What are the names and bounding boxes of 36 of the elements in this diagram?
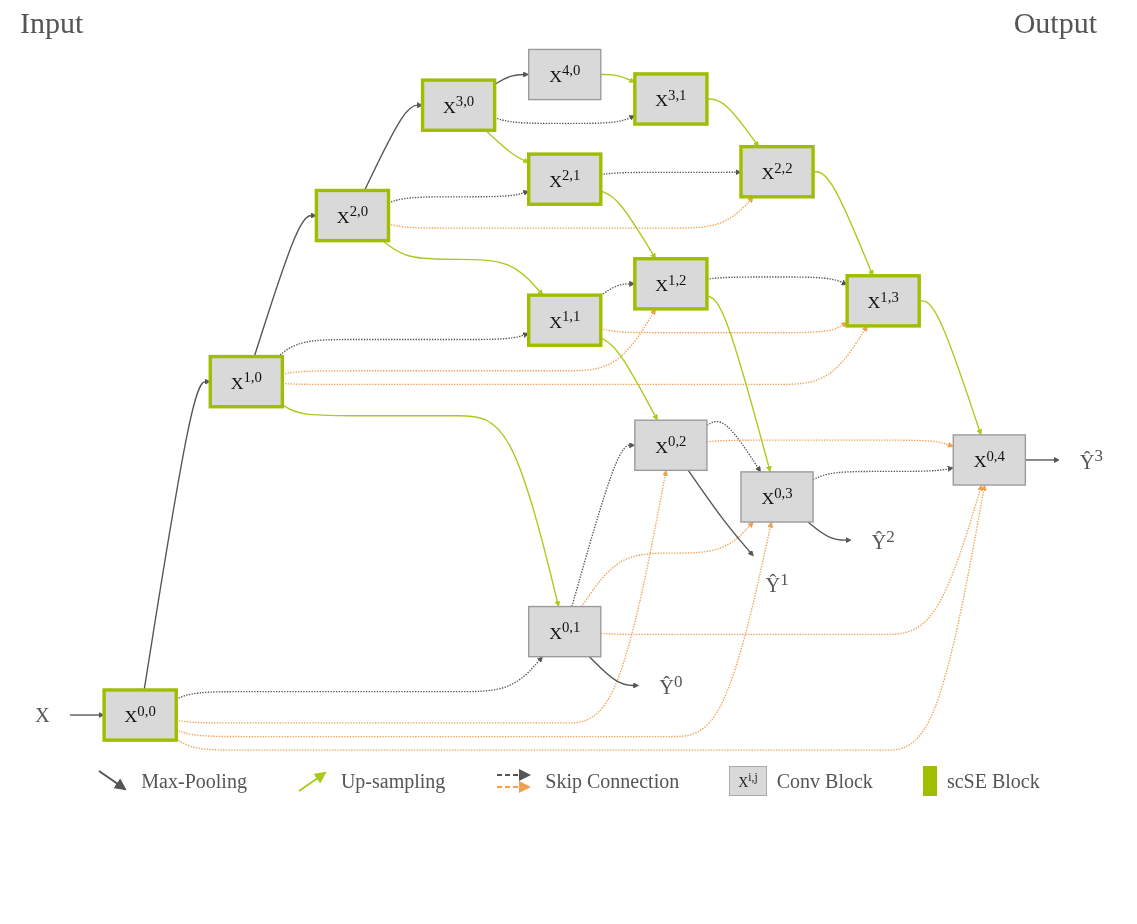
node-box: X$^{1,3}$ — [844, 274, 921, 328]
node-box: X$^{0,2}$ — [633, 419, 708, 472]
arrow — [175, 484, 987, 752]
node-box: X$^{2,1}$ — [526, 152, 602, 207]
node-text: Ŷ$^{2}$ — [871, 526, 895, 554]
heading-label: Input — [20, 6, 84, 40]
node-box: X$^{4,0}$ — [527, 48, 601, 101]
node-box: X$^{1,2}$ — [632, 257, 709, 311]
arrow — [687, 469, 754, 557]
node-text: Ŷ$^{1}$ — [764, 569, 789, 597]
node-box: X$^{0,0}$ — [101, 688, 178, 742]
node-text: Ŷ$^{0}$ — [658, 672, 683, 699]
legend-label: Skip Connection — [545, 769, 680, 793]
node-text: X — [34, 704, 50, 727]
node-text: Ŷ$^{3}$ — [1079, 446, 1103, 474]
arrow — [806, 521, 851, 544]
legend-label: Up-sampling — [340, 769, 446, 793]
legend-label: Max-Pooling — [141, 769, 247, 793]
node-box: X$^{3,0}$ — [420, 78, 496, 133]
conv-block-sample: X$^{i,j}$ — [729, 766, 767, 796]
legend-label: Conv Block — [776, 769, 873, 793]
arrow — [580, 521, 754, 608]
node-box: X$^{0,3}$ — [739, 471, 814, 523]
node-box: X$^{2,0}$ — [314, 188, 390, 243]
node-box: X$^{0,4}$ — [952, 434, 1026, 486]
heading-label: Output — [1013, 6, 1097, 40]
node-box: X$^{0,1}$ — [527, 606, 601, 658]
node-box: X$^{1,1}$ — [526, 293, 602, 348]
arrow — [588, 656, 639, 689]
node-box: X$^{3,1}$ — [632, 72, 709, 126]
arrow — [381, 240, 543, 296]
arrow — [1024, 457, 1060, 464]
legend-label: scSE Block — [946, 769, 1040, 793]
arrow — [281, 404, 560, 607]
node-box: X$^{2,2}$ — [738, 145, 815, 199]
node-box: X$^{1,0}$ — [208, 355, 284, 409]
